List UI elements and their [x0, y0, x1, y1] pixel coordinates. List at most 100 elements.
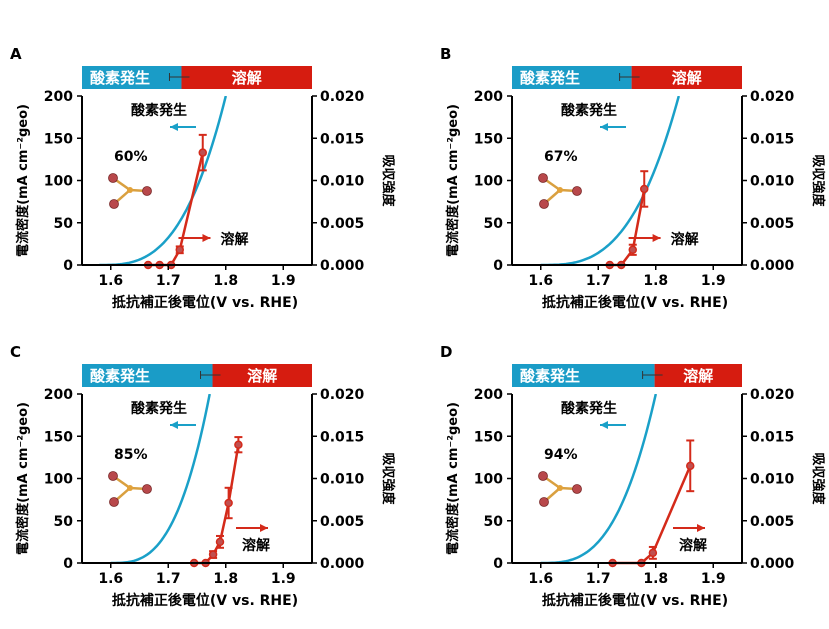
molecule-atom: [538, 173, 548, 183]
x-tick-label: 1.6: [98, 273, 123, 289]
y-tick-label-right: 0.020: [320, 89, 365, 105]
oxygen-annotation: 酸素発生: [131, 400, 187, 417]
x-tick-label: 1.9: [701, 571, 726, 587]
x-tick-label: 1.7: [586, 273, 611, 289]
percent-label: 85%: [114, 447, 148, 463]
oxygen-bar-label: 酸素発生: [90, 367, 150, 385]
y-axis-title-right: 吸収強度: [810, 452, 826, 505]
dissolution-bar: [181, 66, 312, 89]
oxygen-evolution-bar: [82, 66, 182, 89]
y-tick-label-right: 0.000: [320, 556, 365, 572]
molecule-atom: [539, 199, 549, 209]
oxygen-arrow-head: [170, 123, 178, 131]
absorbance-point: [208, 550, 218, 559]
x-tick-label: 1.7: [156, 571, 181, 587]
y-tick-label-left: 150: [474, 429, 503, 445]
molecule-atom: [142, 186, 152, 196]
molecule-center-atom: [127, 187, 133, 193]
dissolution-arrow-head: [652, 234, 661, 242]
x-tick-label: 1.7: [586, 571, 611, 587]
molecule-center-atom: [127, 485, 133, 491]
absorbance-point: [215, 537, 225, 547]
x-axis-title: 抵抗補正後電位(V vs. RHE): [112, 294, 298, 311]
current-density-series: [540, 96, 681, 265]
oxygen-evolution-bar: [512, 364, 655, 387]
dissolution-annotation: 溶解: [242, 537, 270, 554]
molecule-center-atom: [557, 485, 563, 491]
x-tick-label: 1.8: [213, 273, 238, 289]
dissolution-bar: [631, 66, 742, 89]
y-axis-title-left: 電流密度(mA cm⁻²geo): [445, 104, 461, 257]
y-axis-title-right: 吸収強度: [810, 154, 826, 207]
x-tick-label: 1.8: [643, 273, 668, 289]
absorbance-point: [648, 548, 658, 558]
y-tick-label-left: 150: [44, 131, 73, 147]
molecule-atom: [108, 173, 118, 183]
oxygen-bar-label: 酸素発生: [520, 69, 580, 87]
oxygen-evolution-bar: [82, 364, 213, 387]
y-tick-label-right: 0.020: [750, 89, 795, 105]
dissolution-bar-label: 溶解: [683, 367, 713, 385]
molecule-atom: [109, 497, 119, 507]
y-tick-label-left: 50: [54, 514, 74, 530]
y-tick-label-right: 0.005: [320, 216, 364, 232]
y-tick-label-left: 100: [44, 472, 73, 488]
x-tick-label: 1.6: [528, 571, 553, 587]
y-tick-label-left: 0: [63, 556, 73, 572]
x-axis-title: 抵抗補正後電位(V vs. RHE): [112, 592, 298, 609]
y-tick-label-right: 0.015: [750, 131, 794, 147]
current-density-series: [540, 394, 658, 563]
y-tick-label-right: 0.000: [750, 556, 795, 572]
y-tick-label-left: 0: [493, 258, 503, 274]
molecule-atom: [572, 186, 582, 196]
y-tick-label-left: 200: [44, 387, 73, 403]
x-tick-label: 1.6: [98, 571, 123, 587]
percent-label: 94%: [544, 447, 578, 463]
panel-letter: A: [10, 45, 22, 63]
y-tick-label-right: 0.015: [750, 429, 794, 445]
y-tick-label-right: 0.015: [320, 429, 364, 445]
x-tick-label: 1.9: [701, 273, 726, 289]
dissolution-bar-label: 溶解: [672, 69, 702, 87]
absorbance-point: [628, 245, 637, 255]
dissolution-annotation: 溶解: [679, 537, 707, 554]
y-axis-title-left: 電流密度(mA cm⁻²geo): [15, 402, 31, 555]
dissolution-bar: [212, 364, 312, 387]
oxygen-arrow-head: [600, 421, 608, 429]
x-tick-label: 1.9: [271, 571, 296, 587]
dissolution-annotation: 溶解: [220, 231, 248, 248]
molecule-center-atom: [557, 187, 563, 193]
absorbance-point: [234, 440, 243, 449]
oxygen-annotation: 酸素発生: [131, 102, 187, 119]
y-axis-title-right: 吸収強度: [380, 154, 396, 207]
y-tick-label-right: 0.000: [750, 258, 795, 274]
percent-label: 60%: [114, 149, 148, 165]
molecule-atom: [538, 471, 548, 481]
y-tick-label-right: 0.005: [320, 514, 364, 530]
y-axis-title-left: 電流密度(mA cm⁻²geo): [445, 402, 461, 555]
y-tick-label-right: 0.020: [320, 387, 365, 403]
absorbance-point: [175, 245, 184, 255]
y-tick-label-left: 200: [474, 89, 503, 105]
molecule-atom: [108, 471, 118, 481]
y-tick-label-right: 0.005: [750, 514, 794, 530]
dissolution-annotation: 溶解: [671, 231, 699, 248]
y-tick-label-right: 0.010: [750, 174, 795, 190]
molecule-atom: [539, 497, 549, 507]
y-tick-label-left: 50: [484, 514, 504, 530]
molecule-atom: [142, 484, 152, 494]
y-tick-label-left: 100: [44, 174, 73, 190]
current-density-series: [110, 394, 211, 563]
x-tick-label: 1.8: [643, 571, 668, 587]
y-tick-label-left: 100: [474, 472, 503, 488]
percent-label: 67%: [544, 149, 578, 165]
x-tick-label: 1.7: [156, 273, 181, 289]
y-tick-label-left: 0: [493, 556, 503, 572]
panel-letter: C: [10, 343, 21, 361]
oxygen-arrow-head: [600, 123, 608, 131]
